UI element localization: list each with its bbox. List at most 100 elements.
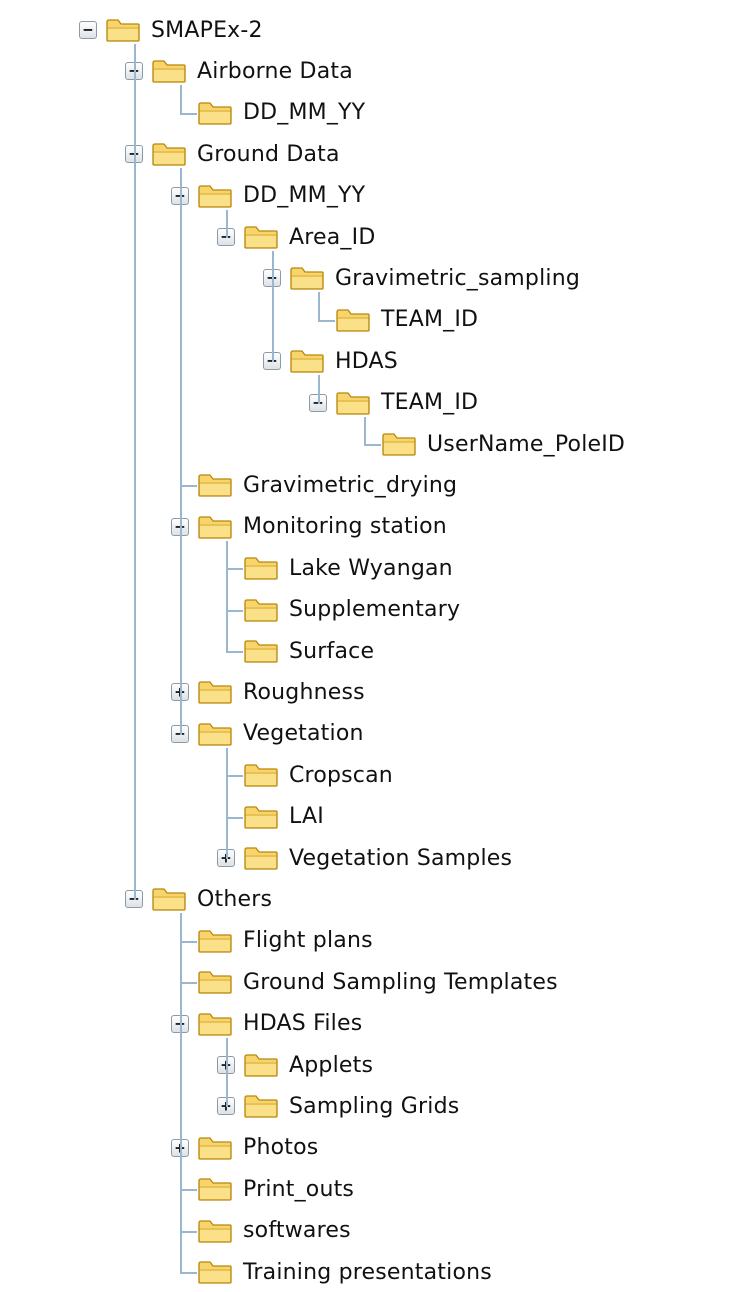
tree-node-label: TEAM_ID bbox=[381, 307, 479, 333]
tree-node-cropscan[interactable]: Cropscan bbox=[243, 755, 393, 795]
folder-icon bbox=[198, 1219, 232, 1243]
tree-connector-line bbox=[272, 251, 274, 363]
tree-node-label: UserName_PoleID bbox=[427, 431, 626, 457]
folder-icon bbox=[198, 723, 232, 746]
folder-icon bbox=[382, 433, 416, 456]
tree-node-label: Flight plans bbox=[243, 928, 373, 954]
tree-connector-line bbox=[318, 319, 335, 322]
folder-icon bbox=[198, 102, 232, 125]
tree-node-label: Training presentations bbox=[243, 1259, 492, 1285]
tree-node-area-id[interactable]: −Area_ID bbox=[217, 217, 375, 257]
folder-icon bbox=[244, 640, 278, 663]
folder-icon bbox=[244, 1054, 278, 1077]
folder-icon bbox=[198, 1137, 232, 1160]
folder-icon bbox=[198, 184, 232, 208]
tree-node-dd-mm-yy[interactable]: −DD_MM_YY bbox=[171, 176, 365, 216]
tree-node-gravimetric-sampling[interactable]: −Gravimetric_sampling bbox=[263, 258, 580, 298]
folder-icon bbox=[244, 805, 278, 829]
tree-node-label: Gravimetric_sampling bbox=[335, 265, 581, 291]
tree-node-ground-data[interactable]: −Ground Data bbox=[125, 134, 340, 174]
tree-connector-line bbox=[180, 982, 197, 985]
tree-node-dd-mm-yy[interactable]: DD_MM_YY bbox=[197, 93, 365, 133]
tree-node-vegetation-samples[interactable]: +Vegetation Samples bbox=[217, 838, 512, 878]
tree-node-others[interactable]: −Others bbox=[125, 879, 272, 919]
folder-icon bbox=[198, 1261, 232, 1284]
tree-connector-line bbox=[134, 44, 136, 901]
tree-connector-line bbox=[226, 747, 228, 859]
tree-connector-line bbox=[226, 775, 243, 778]
tree-connector-line bbox=[180, 1272, 197, 1274]
tree-node-photos[interactable]: +Photos bbox=[171, 1128, 318, 1168]
folder-icon bbox=[198, 681, 232, 705]
tree-node-airborne-data[interactable]: −Airborne Data bbox=[125, 51, 353, 91]
tree-node-label: Vegetation bbox=[243, 721, 364, 747]
tree-connector-line bbox=[180, 913, 182, 1273]
tree-node-label: Ground Data bbox=[197, 141, 340, 167]
tree-node-label: Sampling Grids bbox=[289, 1093, 460, 1119]
tree-node-supplementary[interactable]: Supplementary bbox=[243, 590, 460, 630]
tree-node-label: Area_ID bbox=[289, 224, 376, 250]
tree-node-hdas-files[interactable]: −HDAS Files bbox=[171, 1004, 362, 1044]
tree-node-label: Gravimetric_drying bbox=[243, 472, 458, 498]
tree-connector-line bbox=[364, 416, 366, 445]
tree-connector-line bbox=[180, 940, 197, 943]
tree-node-label: Photos bbox=[243, 1135, 319, 1161]
folder-icon bbox=[244, 1095, 278, 1119]
tree-node-team-id[interactable]: TEAM_ID bbox=[335, 300, 478, 340]
tree-node-label: LAI bbox=[289, 804, 324, 830]
tree-node-ground-sampling-templates[interactable]: Ground Sampling Templates bbox=[197, 962, 558, 1002]
tree-node-sampling-grids[interactable]: +Sampling Grids bbox=[217, 1086, 459, 1126]
tree-node-roughness[interactable]: +Roughness bbox=[171, 672, 365, 712]
tree-node-label: softwares bbox=[243, 1218, 351, 1244]
tree-node-flight-plans[interactable]: Flight plans bbox=[197, 921, 373, 961]
tree-node-label: Roughness bbox=[243, 679, 365, 705]
folder-icon bbox=[152, 60, 186, 84]
tree-node-username-poleid[interactable]: UserName_PoleID bbox=[381, 424, 625, 464]
tree-connector-line bbox=[180, 85, 182, 114]
tree-node-label: SMAPEx-2 bbox=[151, 17, 263, 43]
folder-icon bbox=[152, 888, 186, 912]
tree-node-label: Others bbox=[197, 886, 273, 912]
collapse-toggle-icon[interactable]: − bbox=[79, 21, 97, 39]
tree-node-label: Supplementary bbox=[289, 597, 461, 623]
folder-icon bbox=[244, 226, 278, 249]
folder-icon bbox=[244, 598, 278, 622]
tree-node-label: Ground Sampling Templates bbox=[243, 969, 558, 995]
tree-connector-line bbox=[364, 444, 381, 446]
tree-node-label: Vegetation Samples bbox=[289, 845, 513, 871]
tree-node-print-outs[interactable]: Print_outs bbox=[197, 1169, 354, 1209]
folder-icon bbox=[244, 764, 278, 787]
folder-icon bbox=[198, 1012, 232, 1036]
tree-connector-line bbox=[226, 209, 228, 238]
tree-node-label: Print_outs bbox=[243, 1176, 355, 1202]
tree-node-smapex-2[interactable]: − SMAPEx-2 bbox=[79, 10, 263, 50]
tree-node-surface[interactable]: Surface bbox=[243, 631, 374, 671]
folder-icon bbox=[198, 930, 232, 953]
tree-connector-line bbox=[180, 168, 182, 735]
tree-node-label: Cropscan bbox=[289, 762, 393, 788]
tree-node-vegetation[interactable]: −Vegetation bbox=[171, 714, 364, 754]
tree-node-team-id[interactable]: −TEAM_ID bbox=[309, 383, 478, 423]
tree-node-label: HDAS bbox=[335, 348, 398, 374]
folder-icon bbox=[290, 267, 324, 291]
tree-connector-line bbox=[226, 568, 243, 571]
tree-node-monitoring-station[interactable]: −Monitoring station bbox=[171, 507, 447, 547]
tree-connector-line bbox=[180, 485, 197, 488]
tree-node-label: Airborne Data bbox=[197, 58, 353, 84]
tree-node-lai[interactable]: LAI bbox=[243, 797, 324, 837]
tree-node-label: Lake Wyangan bbox=[289, 555, 453, 581]
tree-connector-line bbox=[226, 651, 243, 653]
folder-icon bbox=[198, 971, 232, 994]
tree-node-softwares[interactable]: softwares bbox=[197, 1211, 351, 1251]
tree-node-hdas[interactable]: −HDAS bbox=[263, 341, 398, 381]
tree-node-training-presentations[interactable]: Training presentations bbox=[197, 1252, 492, 1292]
tree-node-lake-wyangan[interactable]: Lake Wyangan bbox=[243, 548, 453, 588]
tree-connector-line bbox=[226, 609, 243, 612]
tree-connector-line bbox=[318, 375, 320, 404]
tree-node-applets[interactable]: +Applets bbox=[217, 1045, 373, 1085]
tree-node-label: Monitoring station bbox=[243, 514, 447, 540]
folder-icon bbox=[106, 19, 140, 42]
tree-node-gravimetric-drying[interactable]: Gravimetric_drying bbox=[197, 465, 457, 505]
tree-node-label: DD_MM_YY bbox=[243, 100, 366, 126]
folder-icon bbox=[198, 1178, 232, 1201]
